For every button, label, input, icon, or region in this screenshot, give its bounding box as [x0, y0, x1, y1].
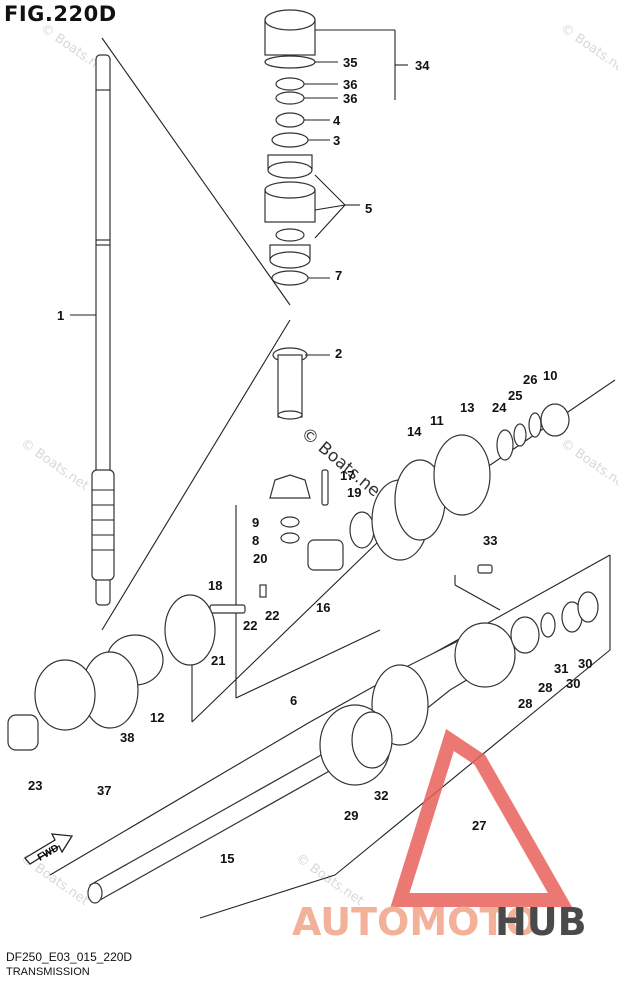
brand-text-part1: AUTOMOTO [292, 900, 538, 944]
callout: 37 [97, 783, 111, 798]
callout-numbers: 1 2 3 4 5 6 7 8 9 10 11 12 13 14 15 16 1… [28, 55, 592, 866]
callout: 3 [333, 133, 340, 148]
callout: 23 [28, 778, 42, 793]
fwd-label: FWD [36, 843, 61, 864]
callout: 13 [460, 400, 474, 415]
callout: 12 [150, 710, 164, 725]
callout: 33 [483, 533, 497, 548]
watermark: © Boats.net [558, 21, 618, 79]
callout: 20 [253, 551, 267, 566]
sleeve [272, 347, 308, 420]
callout: 22 [265, 608, 279, 623]
callout: 34 [415, 58, 430, 73]
forward-direction-arrow: FWD [24, 833, 74, 865]
callout: 1 [57, 308, 64, 323]
callout: 36 [343, 91, 357, 106]
callout: 27 [472, 818, 486, 833]
callout: 29 [344, 808, 358, 823]
drive-shaft [91, 54, 115, 606]
callout: 8 [252, 533, 259, 548]
propeller-shaft [87, 749, 341, 904]
callout: 17 [340, 468, 354, 483]
main-watermark: © Boats.net [297, 424, 390, 506]
watermark: © Boats.net [18, 436, 92, 494]
callout: 25 [508, 388, 522, 403]
figure-code: DF250_E03_015_220D [6, 950, 133, 964]
clutch-and-gears [209, 403, 570, 614]
callout: 32 [374, 788, 388, 803]
callout: 4 [333, 113, 341, 128]
callout: 24 [492, 400, 507, 415]
callout: 35 [343, 55, 357, 70]
callout: 16 [316, 600, 330, 615]
reverse-gear-bearings [7, 594, 216, 751]
callout: 28 [518, 696, 532, 711]
callout: 31 [554, 661, 568, 676]
figure-name: TRANSMISSION [6, 966, 90, 978]
callout: 6 [290, 693, 297, 708]
guide-lines [49, 37, 616, 919]
callout: 30 [566, 676, 580, 691]
callout: 14 [407, 424, 422, 439]
callout: 22 [243, 618, 257, 633]
brand-logo: AUTOMOTO HUB [292, 728, 587, 944]
bearing-housing [319, 564, 599, 786]
callout: 9 [252, 515, 259, 530]
callout: 30 [578, 656, 592, 671]
callout: 15 [220, 851, 234, 866]
figure-title: FIG.220D [4, 2, 117, 26]
brand-text-part2: HUB [495, 900, 587, 944]
callout: 21 [211, 653, 225, 668]
pinion-gear [269, 474, 311, 544]
callout: 10 [543, 368, 557, 383]
callout: 5 [365, 201, 372, 216]
callout: 2 [335, 346, 342, 361]
callout: 18 [208, 578, 222, 593]
callout: 38 [120, 730, 134, 745]
upper-bearing-stack [264, 9, 316, 286]
callout: 36 [343, 77, 357, 92]
callout: 11 [430, 413, 444, 428]
callout: 19 [347, 485, 361, 500]
callout: 26 [523, 372, 537, 387]
callout: 7 [335, 268, 342, 283]
callout-leaders [70, 29, 408, 356]
callout: 28 [538, 680, 552, 695]
watermark: © Boats.net [558, 436, 618, 494]
